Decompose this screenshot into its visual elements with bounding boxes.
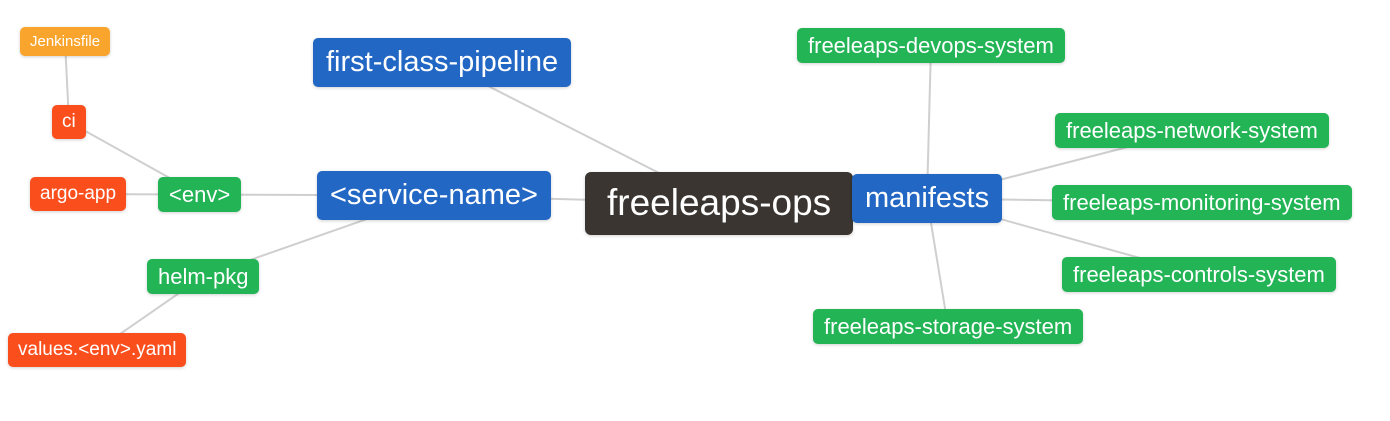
edge-manifests--freeleaps-devops-system [926,45,932,199]
mindmap-node-service-name[interactable]: <service-name> [317,171,551,221]
mindmap-node-first-class-pipeline[interactable]: first-class-pipeline [313,38,572,88]
mindmap-node-env[interactable]: <env> [158,177,242,213]
mindmap-node-values-env-yaml[interactable]: values.<env>.yaml [8,333,187,367]
mindmap-node-freeleaps-monitoring-system[interactable]: freeleaps-monitoring-system [1052,185,1352,221]
mindmap-node-jenkinsfile[interactable]: Jenkinsfile [20,27,111,57]
mindmap-node-ci[interactable]: ci [52,105,86,139]
mindmap-node-freeleaps-controls-system[interactable]: freeleaps-controls-system [1062,257,1336,293]
mindmap-node-manifests[interactable]: manifests [852,174,1003,224]
mindmap-node-freeleaps-ops[interactable]: freeleaps-ops [585,172,854,235]
mindmap-node-freeleaps-devops-system[interactable]: freeleaps-devops-system [797,28,1065,64]
mindmap-node-freeleaps-network-system[interactable]: freeleaps-network-system [1055,113,1329,149]
mindmap-node-argo-app[interactable]: argo-app [30,177,127,211]
mindmap-node-helm-pkg[interactable]: helm-pkg [147,259,260,295]
mindmap-node-freeleaps-storage-system[interactable]: freeleaps-storage-system [813,309,1084,345]
